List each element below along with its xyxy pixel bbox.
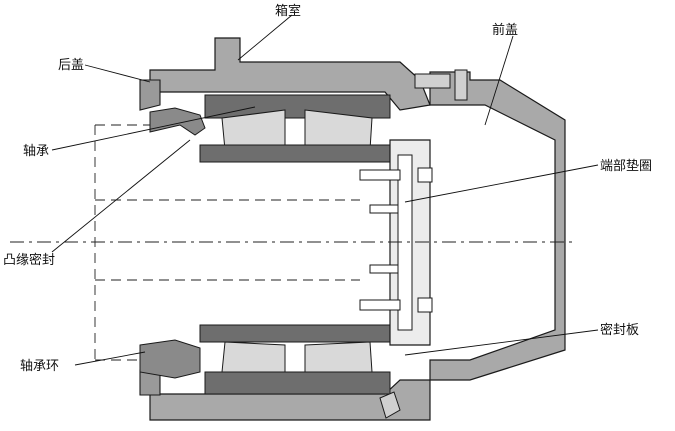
seal-plate — [397, 154, 413, 331]
label-front-cover: 前盖 — [492, 22, 518, 38]
front-cover-nut-top — [454, 69, 468, 101]
label-housing: 箱室 — [275, 3, 301, 19]
bearing-ring-lower — [139, 339, 201, 379]
front-cover — [429, 71, 566, 381]
bearing-outer-race-upper — [204, 94, 391, 119]
bearing-inner-race-lower — [199, 324, 396, 343]
label-rear-cover: 后盖 — [58, 58, 84, 73]
label-bearing-ring: 轴承环 — [20, 359, 59, 374]
bearing-inner-race-upper — [199, 144, 396, 163]
label-flange-seal: 凸缘密封 — [3, 252, 55, 268]
housing-lower — [149, 379, 431, 421]
label-seal-plate: 密封板 — [600, 322, 639, 338]
bearing-outer-race-lower — [204, 371, 391, 395]
label-end-washer: 端部垫圈 — [600, 158, 652, 174]
cap-bolts — [359, 167, 433, 313]
rear-cover-flange-upper — [149, 107, 206, 136]
leader-lines — [51, 14, 599, 366]
front-cover-stud-top — [414, 73, 451, 89]
label-bearing: 轴承 — [23, 144, 49, 159]
grease-fitting — [379, 391, 401, 419]
